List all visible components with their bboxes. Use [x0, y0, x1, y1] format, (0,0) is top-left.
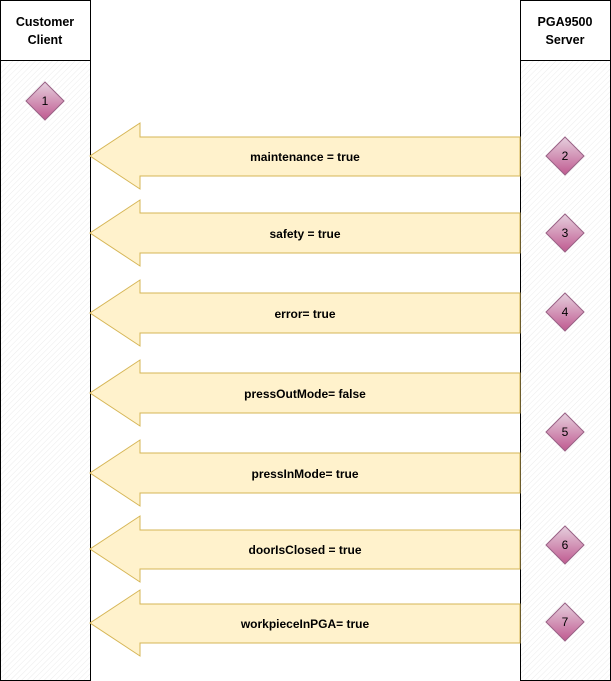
- client-name-line2: Client: [28, 33, 64, 47]
- step-number: 3: [562, 226, 569, 240]
- server-header-box: [520, 0, 611, 61]
- step-badge-6: 6: [545, 525, 585, 565]
- server-lifeline: PGA9500 Server: [520, 0, 611, 681]
- arrow-shape: [89, 515, 521, 583]
- message-label: pressInMode= true: [251, 467, 358, 481]
- arrow-shape: [89, 359, 521, 427]
- message-arrow-6: doorIsClosed = true: [89, 515, 521, 583]
- message-label: pressOutMode= false: [244, 387, 366, 401]
- diamond-icon: [545, 136, 585, 176]
- client-lifeline-body: [0, 60, 91, 681]
- message-label: maintenance = true: [250, 150, 360, 164]
- server-name-line1: PGA9500: [538, 15, 593, 29]
- diamond-icon: [545, 602, 585, 642]
- step-badge-5: 5: [545, 412, 585, 452]
- diamond-icon: [25, 81, 65, 121]
- diamond-icon: [545, 412, 585, 452]
- message-arrow-4: pressOutMode= false: [89, 359, 521, 427]
- arrow-shape: [89, 199, 521, 267]
- client-lifeline: Customer Client: [0, 0, 91, 681]
- step-number: 4: [562, 305, 569, 319]
- message-label: workpieceInPGA= true: [240, 617, 370, 631]
- message-arrow-5: pressInMode= true: [89, 439, 521, 507]
- arrow-shape: [89, 279, 521, 347]
- client-name-line1: Customer: [16, 15, 74, 29]
- step-number: 5: [562, 425, 569, 439]
- client-header-box: [0, 0, 91, 61]
- step-badge-4: 4: [545, 292, 585, 332]
- arrow-shape: [89, 439, 521, 507]
- diamond-icon: [545, 213, 585, 253]
- message-arrow-7: workpieceInPGA= true: [89, 589, 521, 657]
- step-badge-7: 7: [545, 602, 585, 642]
- step-number: 1: [42, 94, 49, 108]
- step-badge-2: 2: [545, 136, 585, 176]
- message-label: doorIsClosed = true: [248, 543, 361, 557]
- step-number: 6: [562, 538, 569, 552]
- arrow-shape: [89, 122, 521, 190]
- diamond-icon: [545, 525, 585, 565]
- step-number: 7: [562, 615, 569, 629]
- message-arrow-1: maintenance = true: [89, 122, 521, 190]
- message-label: error= true: [274, 307, 335, 321]
- message-arrow-2: safety = true: [89, 199, 521, 267]
- step-number: 2: [562, 149, 569, 163]
- server-name-line2: Server: [546, 33, 585, 47]
- message-label: safety = true: [269, 227, 340, 241]
- step-badge-1: 1: [25, 81, 65, 121]
- arrow-shape: [89, 589, 521, 657]
- diamond-icon: [545, 292, 585, 332]
- message-arrow-3: error= true: [89, 279, 521, 347]
- step-badge-3: 3: [545, 213, 585, 253]
